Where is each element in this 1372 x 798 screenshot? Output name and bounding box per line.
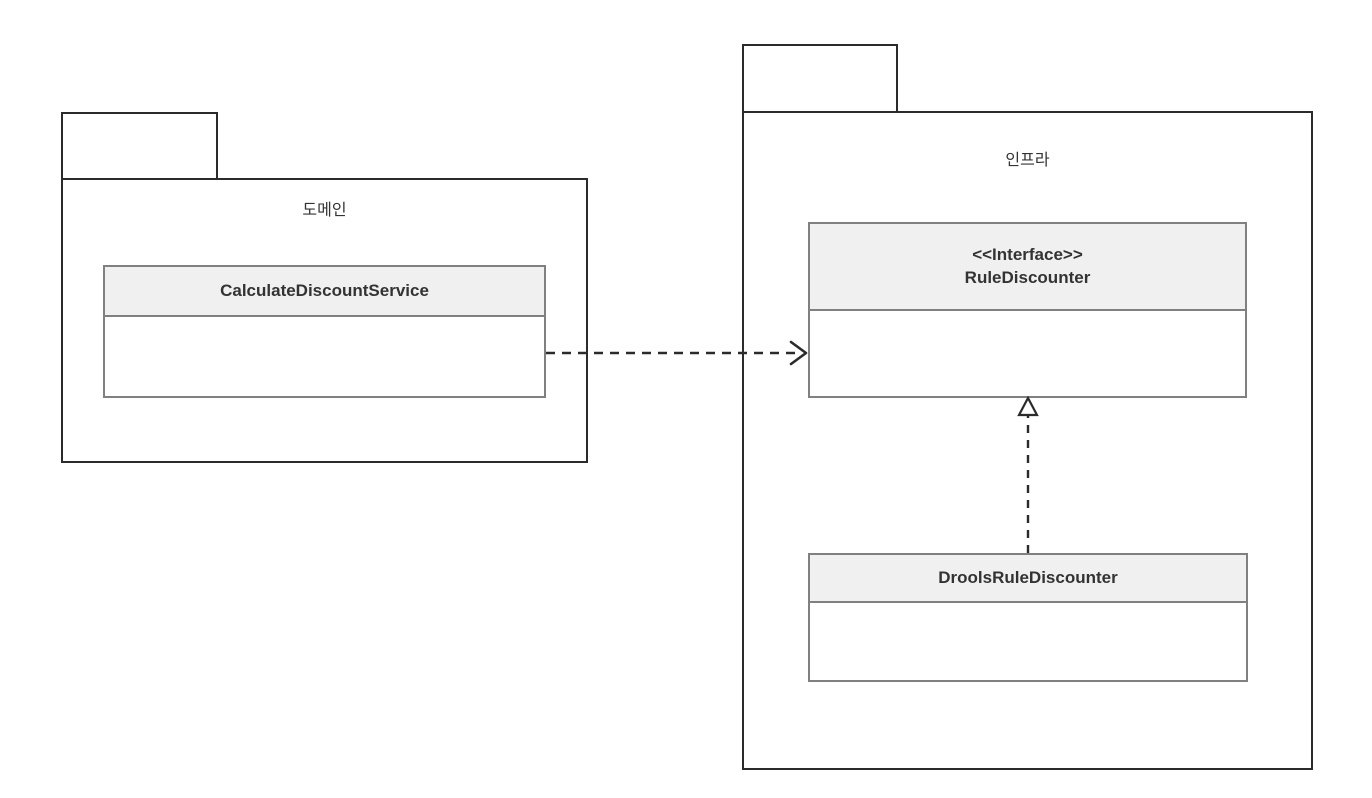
class-members-calculate-discount-service [105,317,544,396]
package-tab-infra[interactable] [742,44,898,111]
package-tab-domain[interactable] [61,112,218,178]
class-members-rule-discounter [810,311,1245,396]
class-box-calculate-discount-service[interactable]: CalculateDiscountService [103,265,546,398]
class-header-calculate-discount-service: CalculateDiscountService [105,267,544,317]
class-header-drools-rule-discounter: DroolsRuleDiscounter [810,555,1246,603]
class-box-drools-rule-discounter[interactable]: DroolsRuleDiscounter [808,553,1248,682]
class-box-rule-discounter[interactable]: <<Interface>> RuleDiscounter [808,222,1247,398]
class-header-rule-discounter: <<Interface>> RuleDiscounter [810,224,1245,311]
class-stereotype-rule-discounter: <<Interface>> [972,245,1083,265]
class-name-rule-discounter: RuleDiscounter [964,267,1091,287]
class-name-calculate-discount-service: CalculateDiscountService [220,280,429,300]
package-label-infra: 인프라 [1005,152,1050,169]
class-name-drools-rule-discounter: DroolsRuleDiscounter [938,567,1118,587]
package-label-domain: 도메인 [302,202,347,219]
class-members-drools-rule-discounter [810,603,1246,680]
